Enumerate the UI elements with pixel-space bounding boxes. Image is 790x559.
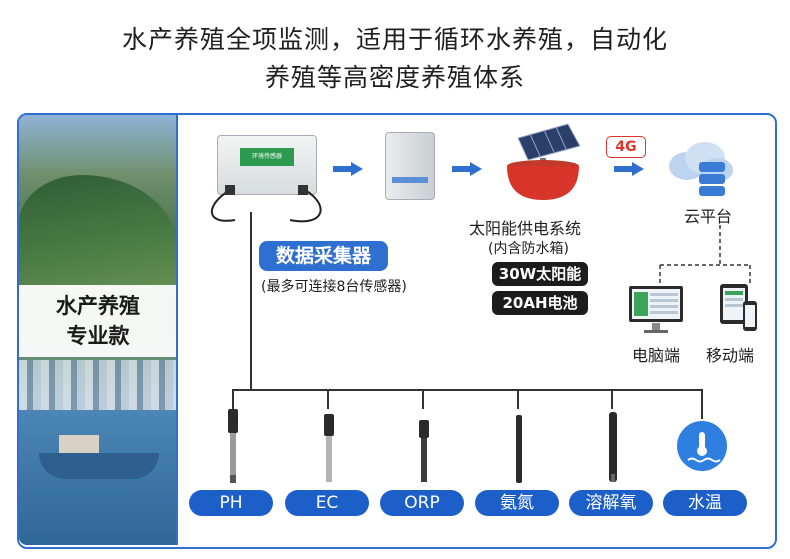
client-connector (659, 225, 751, 283)
badge-line-1: 水产养殖 (56, 294, 140, 318)
ph-probe-icon (228, 409, 238, 483)
sensor-label-ec: EC (285, 490, 369, 516)
aquaculture-photo: 水产养殖 专业款 (19, 115, 177, 545)
arrow-right-icon (333, 162, 363, 176)
headline-line-2: 养殖等高密度养殖体系 (264, 63, 525, 92)
mobile-device-icon (720, 284, 757, 331)
badge-line-2: 专业款 (66, 324, 130, 348)
dissolved-oxygen-probe-icon (609, 412, 617, 482)
sensor-label-orp: ORP (380, 490, 464, 516)
collector-cables (210, 185, 322, 223)
ec-probe-icon (324, 414, 334, 482)
mobile-client-label: 移动端 (706, 346, 755, 365)
sensor-label-water-temperature: 水温 (663, 490, 747, 516)
headline-line-1: 水产养殖全项监测，适用于循环水养殖，自动化 (121, 25, 668, 54)
collector-note: (最多可连接8台传感器) (261, 279, 407, 295)
ammonia-probe-icon (516, 415, 522, 483)
device-plate-text: 环境传感器 (240, 148, 294, 166)
orp-probe-icon (419, 420, 429, 482)
collector-bus-vertical (250, 212, 252, 390)
arrow-right-icon (452, 162, 482, 176)
water-temperature-icon (677, 421, 727, 471)
solar-title: 太阳能供电系统 (469, 219, 582, 238)
monitor-icon (629, 286, 683, 333)
battery-spec: 20AH电池 (492, 291, 588, 315)
waterproof-box (385, 132, 435, 200)
arrow-right-icon (614, 162, 644, 176)
cloud-server-icon (669, 142, 733, 196)
sensor-bus-horizontal (232, 389, 703, 391)
pc-client-label: 电脑端 (632, 346, 681, 365)
network-4g-badge: 4G (606, 136, 646, 158)
product-badge: 水产养殖 专业款 (19, 285, 177, 357)
sensor-label-ammonia: 氨氮 (475, 490, 559, 516)
solar-subtitle: (内含防水箱) (488, 241, 569, 257)
solar-power-unit (507, 123, 581, 200)
collector-title: 数据采集器 (259, 241, 388, 271)
panel-divider (176, 115, 178, 545)
sensor-label-ph: PH (189, 490, 273, 516)
cloud-label: 云平台 (684, 207, 733, 226)
solar-panel-spec: 30W太阳能 (492, 262, 588, 286)
sensor-label-dissolved-oxygen: 溶解氧 (569, 490, 653, 516)
